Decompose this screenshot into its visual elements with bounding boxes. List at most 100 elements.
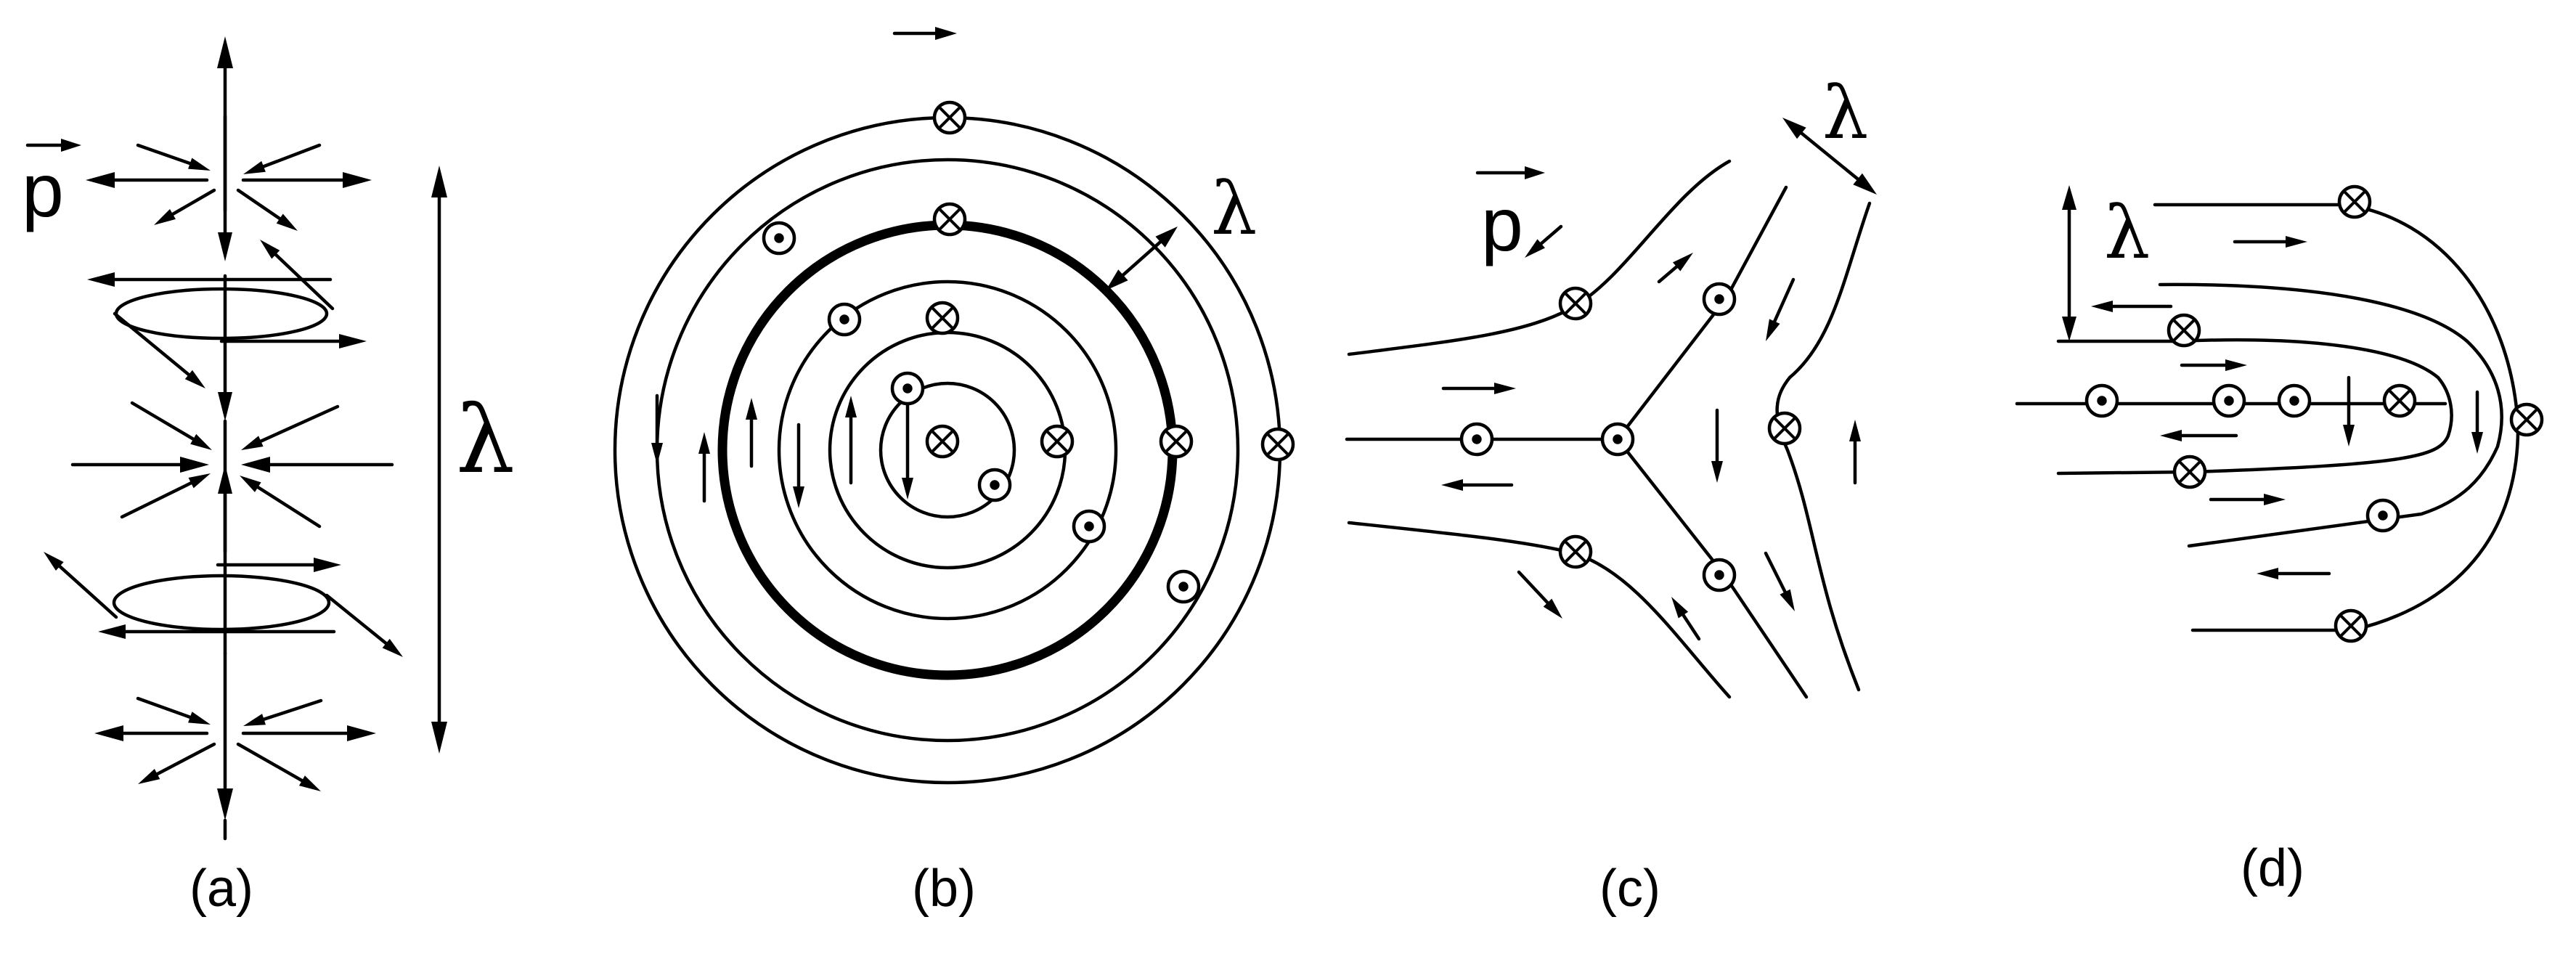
arrowhead <box>1525 239 1545 258</box>
arrow-up <box>746 398 757 468</box>
arrow-diagonal <box>1766 277 1796 341</box>
arrow-diagonal <box>325 593 403 657</box>
arrow-shaft <box>136 696 194 720</box>
arrow-left <box>87 272 333 287</box>
wavelength-label-d: λ <box>2104 190 2150 275</box>
arrowhead <box>243 714 266 726</box>
arrowhead <box>339 334 367 348</box>
circle-dot-icon <box>1702 558 1737 592</box>
radial-arrow <box>243 698 323 726</box>
arrowhead <box>431 722 447 754</box>
arrow-left <box>2091 301 2173 312</box>
arrow-shaft <box>153 742 216 777</box>
arrow-left <box>2257 568 2331 579</box>
arrowhead <box>2062 185 2076 210</box>
wavelength-arrow <box>1782 118 1877 195</box>
circle-dot-icon <box>2365 498 2400 533</box>
arrow-up <box>845 396 857 485</box>
arrowhead <box>298 775 321 791</box>
circle-dot-icon <box>827 302 862 337</box>
arrowhead <box>217 36 233 68</box>
circle-dot-icon <box>2277 383 2312 418</box>
arrowhead <box>86 172 115 188</box>
arrow-shaft <box>259 143 322 169</box>
arrowhead <box>2062 317 2076 341</box>
arrowhead <box>1155 227 1178 248</box>
circle-cross-icon <box>2509 402 2544 437</box>
arrow-down <box>651 394 663 465</box>
radial-arrow <box>236 188 298 231</box>
arrow-right <box>2209 494 2286 505</box>
arrow-in <box>120 473 211 519</box>
panel-d: λ (d) <box>2015 184 2544 897</box>
wavelength-label-c: λ <box>1822 70 1868 155</box>
arrowhead <box>1853 173 1877 195</box>
arrowhead <box>190 433 212 450</box>
arrow-shaft <box>325 593 390 647</box>
panel-a: p λ (a) <box>22 36 515 918</box>
arrow-shaft <box>130 401 197 442</box>
caption-a: (a) <box>189 860 253 918</box>
wavelength-label-b: λ <box>1211 166 1257 251</box>
arrow-left <box>98 624 336 639</box>
arrowhead <box>746 398 757 420</box>
arrowhead <box>1525 166 1545 179</box>
arrow-shaft <box>1120 238 1164 279</box>
arrow-right <box>2180 359 2247 371</box>
arrow-down <box>2471 390 2483 454</box>
arrow-shaft <box>169 188 216 217</box>
wavelength-arrow <box>1106 227 1178 290</box>
momentum-label-a: p <box>22 149 64 233</box>
arrow-down <box>793 423 804 508</box>
arrowhead <box>138 768 160 784</box>
panel-b-drawing <box>651 27 1295 604</box>
arrowhead <box>240 476 261 492</box>
arrow-left <box>1441 479 1514 491</box>
circle-dot-icon <box>2084 383 2119 418</box>
arrowhead <box>94 725 123 741</box>
arrow-down <box>902 399 913 500</box>
vector-arrow <box>1475 166 1545 179</box>
arrowhead <box>2225 359 2247 371</box>
momentum-label-c: p <box>1481 183 1523 267</box>
circle-dot-icon <box>890 371 925 406</box>
radial-arrow <box>138 742 216 784</box>
arrow-right <box>1441 383 1516 394</box>
arrowhead <box>2091 301 2113 312</box>
arrowhead <box>347 725 376 741</box>
arrow-shaft <box>1798 130 1862 182</box>
arrow-shaft <box>272 251 335 311</box>
arrowhead <box>1672 253 1693 272</box>
arrow-down <box>2343 375 2355 447</box>
circle-dot-icon <box>2212 383 2246 418</box>
arrowhead <box>1711 461 1723 483</box>
arrow-shaft <box>1680 611 1701 641</box>
caption-d: (d) <box>2241 839 2304 897</box>
arrowhead <box>1494 383 1516 394</box>
circle-cross-icon <box>2334 608 2368 643</box>
arrowhead <box>793 486 804 508</box>
arrow-diagonal <box>260 240 335 311</box>
arrow-shaft <box>1657 264 1680 284</box>
arrow-shaft <box>1764 551 1788 596</box>
axis-arrow-down <box>218 114 232 261</box>
circle-cross-icon <box>1558 534 1593 569</box>
ellipse-upper <box>114 287 329 341</box>
arrowhead <box>188 473 211 489</box>
arrowhead <box>2343 425 2355 447</box>
circle-dot-icon <box>1600 422 1635 457</box>
axis-arrow-down <box>217 651 233 820</box>
arrowhead <box>98 624 126 639</box>
circle-cross-icon <box>2172 454 2207 489</box>
arrowhead <box>87 272 115 287</box>
arrowhead <box>243 160 266 174</box>
arrow-diagonal <box>1517 570 1562 619</box>
arrow-shaft <box>257 404 340 444</box>
arrowhead <box>698 432 710 454</box>
circle-cross-icon <box>925 301 960 335</box>
arrow-up <box>1849 420 1861 485</box>
arrow-shaft <box>120 480 195 519</box>
circle-cross-icon <box>2382 383 2417 418</box>
arrow-diagonal <box>44 552 118 619</box>
arrow-diagonal <box>1671 597 1701 641</box>
